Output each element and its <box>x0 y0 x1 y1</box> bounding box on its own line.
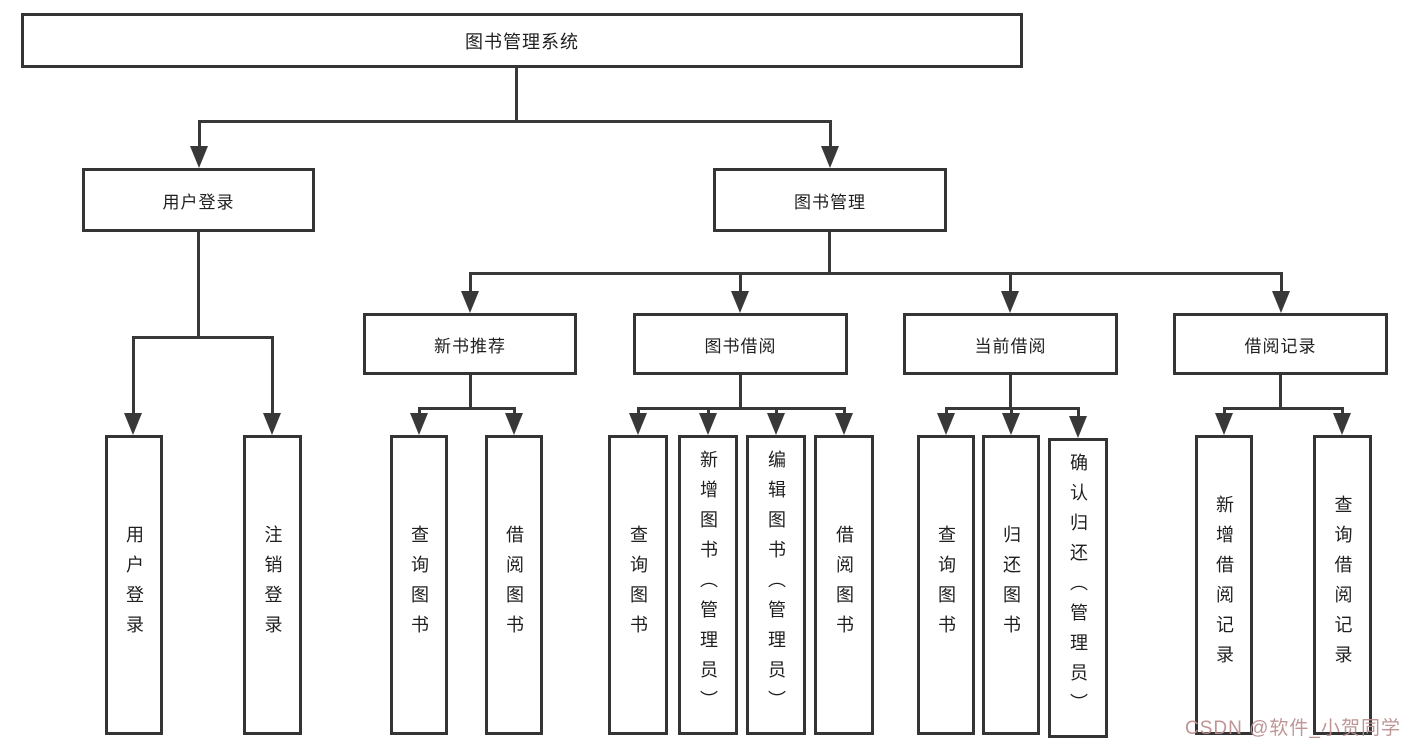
connector <box>469 272 472 293</box>
arrowhead-down-icon <box>1333 413 1351 435</box>
node-return-books: 归还图书 <box>982 435 1040 735</box>
node-query-books: 查询图书 <box>390 435 448 735</box>
connector <box>739 375 742 409</box>
arrowhead-down-icon <box>461 291 479 313</box>
connector <box>1009 375 1012 409</box>
arrowhead-down-icon <box>835 413 853 435</box>
connector <box>828 232 831 274</box>
node-label: 编辑图书（管理员） <box>766 450 786 720</box>
node-label: 用户登录 <box>162 192 235 212</box>
node-label: 归还图书 <box>1001 525 1021 645</box>
connector <box>271 336 274 415</box>
connector <box>132 336 274 339</box>
arrowhead-down-icon <box>1272 291 1290 313</box>
connector <box>945 407 948 415</box>
node-label: 当前借阅 <box>974 336 1047 356</box>
connector <box>707 407 710 415</box>
connector <box>637 407 846 410</box>
node-user-login: 用户登录 <box>82 168 315 232</box>
node-label: 图书管理系统 <box>465 31 579 52</box>
node-label: 查询借阅记录 <box>1332 495 1353 675</box>
node-label: 新增图书（管理员） <box>698 450 718 720</box>
node-label: 借阅图书 <box>504 525 524 645</box>
node-query-borrow-record: 查询借阅记录 <box>1313 435 1372 735</box>
connector <box>637 407 640 415</box>
connector <box>843 407 846 415</box>
node-label: 用户登录 <box>124 525 144 645</box>
node-edit-books-admin: 编辑图书（管理员） <box>746 435 806 735</box>
connector <box>132 336 135 415</box>
connector <box>198 120 832 123</box>
node-label: 注销登录 <box>262 525 283 645</box>
connector <box>1077 407 1080 418</box>
connector <box>198 120 201 148</box>
node-label: 查询图书 <box>936 525 956 645</box>
node-label: 确认归还（管理员） <box>1068 453 1088 723</box>
arrowhead-down-icon <box>124 413 142 435</box>
connector <box>418 407 421 415</box>
node-borrowing-records: 借阅记录 <box>1173 313 1388 375</box>
connector <box>418 407 516 410</box>
arrowhead-down-icon <box>263 413 281 435</box>
connector <box>1279 375 1282 409</box>
connector <box>1280 272 1283 293</box>
arrowhead-down-icon <box>410 413 428 435</box>
arrowhead-down-icon <box>505 413 523 435</box>
csdn-watermark: CSDN @软件_小贺同学 <box>1185 718 1401 739</box>
connector <box>469 375 472 409</box>
connector <box>775 407 778 415</box>
arrowhead-down-icon <box>1002 413 1020 435</box>
connector <box>513 407 516 415</box>
node-book-borrowing: 图书借阅 <box>633 313 848 375</box>
arrowhead-down-icon <box>629 413 647 435</box>
node-logout: 注销登录 <box>243 435 302 735</box>
connector <box>515 68 518 122</box>
node-query-books: 查询图书 <box>608 435 668 735</box>
node-label: 查询图书 <box>628 525 648 645</box>
node-library-management-system: 图书管理系统 <box>21 13 1023 68</box>
arrowhead-down-icon <box>1215 413 1233 435</box>
connector <box>739 272 742 293</box>
arrowhead-down-icon <box>937 413 955 435</box>
connector <box>1341 407 1344 415</box>
node-label: 新增借阅记录 <box>1214 495 1234 675</box>
node-label: 借阅记录 <box>1244 336 1317 356</box>
node-current-borrowing: 当前借阅 <box>903 313 1118 375</box>
node-query-books: 查询图书 <box>917 435 975 735</box>
arrowhead-down-icon <box>767 413 785 435</box>
node-add-borrow-record: 新增借阅记录 <box>1195 435 1253 735</box>
arrowhead-down-icon <box>1069 416 1087 438</box>
arrowhead-down-icon <box>190 146 208 168</box>
node-user-login-leaf: 用户登录 <box>105 435 163 735</box>
node-borrow-books: 借阅图书 <box>814 435 874 735</box>
connector <box>1223 407 1226 415</box>
node-confirm-return-admin: 确认归还（管理员） <box>1048 438 1108 738</box>
node-label: 新书推荐 <box>434 336 506 356</box>
arrowhead-down-icon <box>1001 291 1019 313</box>
arrowhead-down-icon <box>731 291 749 313</box>
node-label: 图书借阅 <box>704 336 777 356</box>
connector <box>197 232 200 338</box>
connector <box>1010 407 1013 415</box>
node-add-books-admin: 新增图书（管理员） <box>678 435 738 735</box>
connector <box>469 272 1283 275</box>
node-borrow-books: 借阅图书 <box>485 435 543 735</box>
node-book-management: 图书管理 <box>713 168 947 232</box>
connector <box>829 120 832 148</box>
arrowhead-down-icon <box>699 413 717 435</box>
arrowhead-down-icon <box>821 146 839 168</box>
node-new-book-recommendation: 新书推荐 <box>363 313 577 375</box>
connector <box>1009 272 1012 293</box>
node-label: 查询图书 <box>409 525 429 645</box>
connector <box>1223 407 1342 410</box>
node-label: 图书管理 <box>794 192 866 212</box>
node-label: 借阅图书 <box>834 525 854 645</box>
